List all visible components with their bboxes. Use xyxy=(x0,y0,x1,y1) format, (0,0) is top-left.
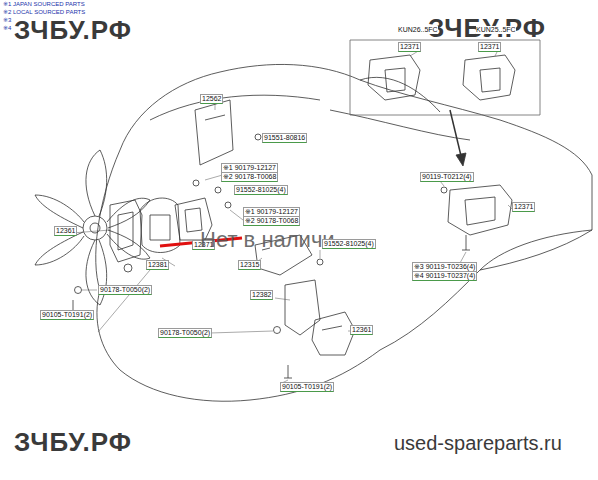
callout-number: ※2 90178-T0068 xyxy=(243,216,300,226)
variant-mount xyxy=(463,55,515,100)
engine-detail xyxy=(150,95,470,140)
front-mount-left xyxy=(110,200,142,262)
nut xyxy=(225,202,231,208)
callout-number: 12371 xyxy=(512,202,535,212)
callout-number: 12315 xyxy=(238,260,261,270)
nut xyxy=(441,187,447,193)
leader-lines xyxy=(72,50,512,384)
rear-mount xyxy=(312,312,355,355)
mount-nut xyxy=(124,264,132,272)
legend-note: ※1 JAPAN SOURCED PARTS xyxy=(3,1,85,8)
callout-number: 12361 xyxy=(350,325,373,335)
callout-number: 90105-T0191(2) xyxy=(280,382,334,392)
callout-number: 12381 xyxy=(146,260,169,270)
callout-number: 12361 xyxy=(54,226,77,236)
callout-number: 12371 xyxy=(478,42,501,52)
arrow-shaft xyxy=(450,110,462,160)
transmission-mount xyxy=(448,185,512,235)
legend-note: ※4 xyxy=(3,25,11,32)
variant-panel xyxy=(350,40,540,115)
bolt xyxy=(193,180,199,186)
mount-bolt xyxy=(75,287,82,294)
mount-stud xyxy=(462,235,470,250)
callout-number: ※4 90119-T0237(4) xyxy=(412,271,477,281)
callout-number: 91552-81025(4) xyxy=(234,185,288,195)
legend-note: ※3 xyxy=(3,17,11,24)
callout-number: 91551-80816 xyxy=(262,133,307,143)
callout-number: 12371 xyxy=(398,42,421,52)
callout-number: 90119-T0212(4) xyxy=(420,172,474,182)
callout-number: 90105-T0191(2) xyxy=(40,310,94,320)
bolt xyxy=(255,134,261,140)
callout-number: 90178-T0050(2) xyxy=(158,328,212,338)
mount-stud xyxy=(284,365,292,378)
nut xyxy=(274,327,281,334)
cooling-fan xyxy=(35,150,150,305)
callout-number: ※2 90178-T0068 xyxy=(221,172,278,182)
transmission-outline xyxy=(360,77,592,270)
legend-note: ※2 LOCAL SOURCED PARTS xyxy=(3,9,85,16)
model-code: KUN26..5FC xyxy=(398,26,438,34)
mount-bracket-lower xyxy=(285,280,320,335)
stock-status-watermark: Нет в наличи xyxy=(200,228,335,252)
callout-number: 12562 xyxy=(200,94,223,104)
callout-number: 12382 xyxy=(250,290,273,300)
watermark: used-spareparts.ru xyxy=(394,432,562,454)
variant-mount xyxy=(368,55,420,100)
callout-number: 90178-T0050(2) xyxy=(98,285,152,295)
callout-number: 91552-81025(4) xyxy=(322,239,376,249)
watermark: ЗЧБУ.РФ xyxy=(14,428,132,457)
bolt xyxy=(215,187,221,193)
arrow-head xyxy=(456,153,466,166)
engine-mount-bracket xyxy=(195,100,233,165)
watermark: ЗЧБУ.РФ xyxy=(14,16,132,45)
bolt xyxy=(317,259,323,265)
model-code: KUN25..5FC xyxy=(476,26,516,34)
